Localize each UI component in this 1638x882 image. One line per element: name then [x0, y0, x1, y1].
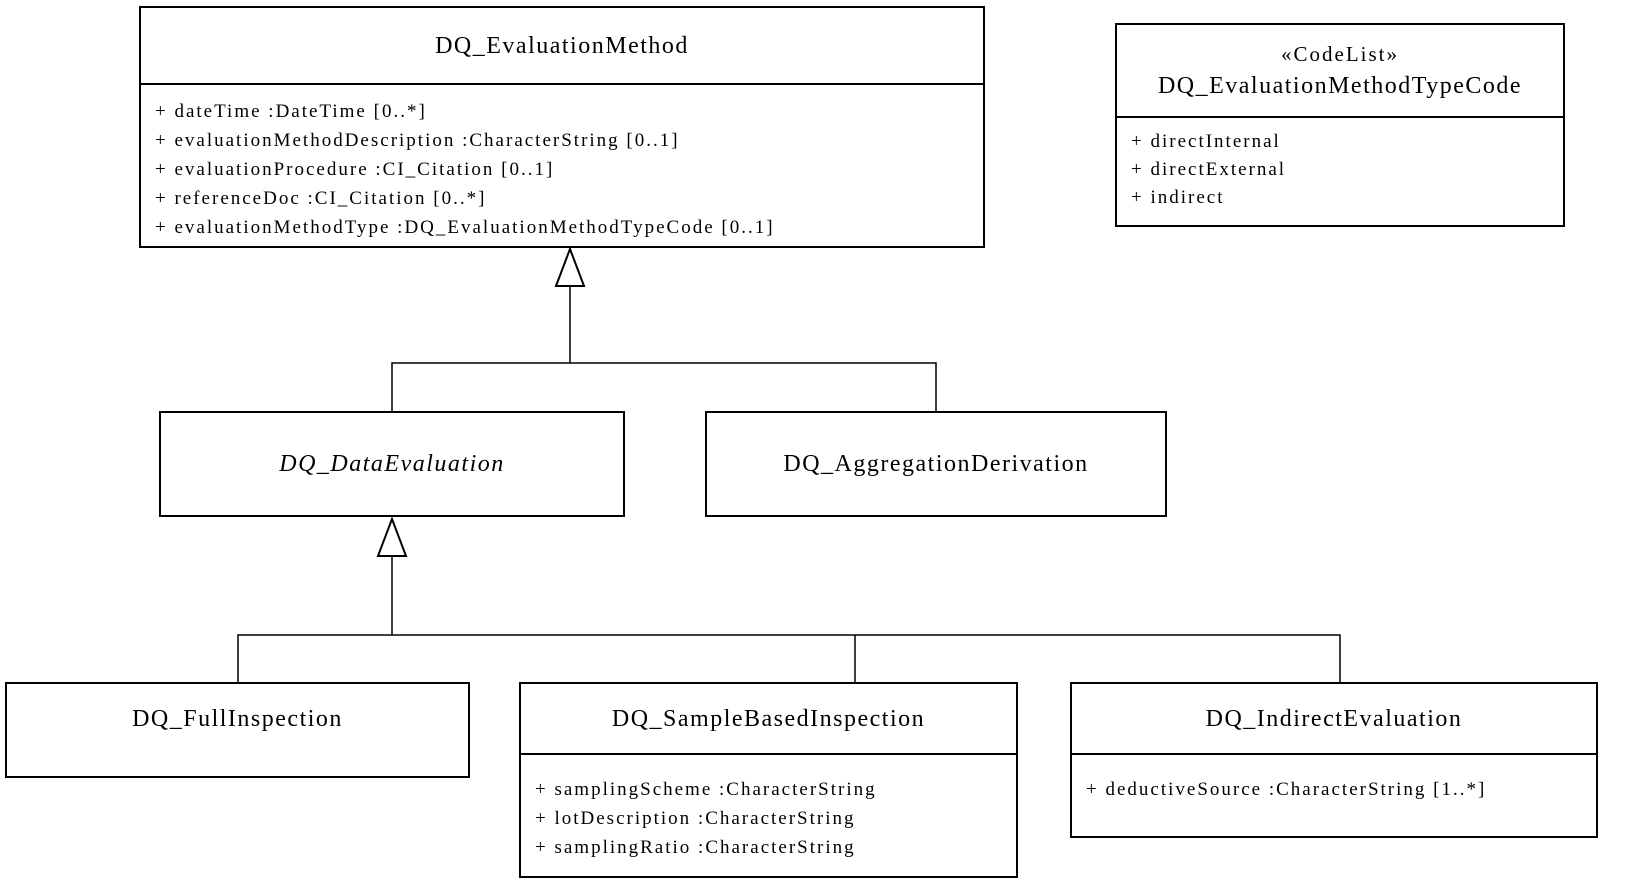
- codelist-value: + directExternal: [1131, 159, 1287, 180]
- class-name: DQ_EvaluationMethodTypeCode: [1157, 72, 1523, 99]
- gen2-branch-line: [237, 634, 1341, 682]
- class-title-compartment: DQ_FullInspection: [7, 684, 468, 776]
- class-name: DQ_DataEvaluation: [279, 451, 505, 477]
- class-title-compartment: «CodeList» DQ_EvaluationMethodTypeCode: [1117, 25, 1563, 118]
- class-attribute: + samplingRatio :CharacterString: [535, 837, 856, 858]
- class-attribute: + lotDescription :CharacterString: [535, 808, 856, 829]
- class-stereotype: «CodeList»: [1281, 41, 1399, 66]
- class-attribute: + evaluationMethodType :DQ_EvaluationMet…: [155, 217, 775, 238]
- codelist-values-compartment: + directInternal + directExternal + indi…: [1117, 118, 1563, 212]
- class-attribute: + samplingScheme :CharacterString: [535, 779, 877, 800]
- class-attribute: + evaluationProcedure :CI_Citation [0..1…: [155, 159, 555, 180]
- gen1-branch-line: [391, 362, 937, 411]
- class-name: DQ_AggregationDerivation: [783, 451, 1089, 477]
- class-box-dq-fullinspection: DQ_FullInspection: [5, 682, 470, 778]
- class-name: DQ_SampleBasedInspection: [611, 705, 926, 732]
- class-box-dq-evaluationmethod: DQ_EvaluationMethod + dateTime :DateTime…: [139, 6, 985, 248]
- class-title-compartment: DQ_AggregationDerivation: [707, 413, 1165, 515]
- class-title-compartment: DQ_IndirectEvaluation: [1072, 684, 1596, 755]
- class-title-compartment: DQ_DataEvaluation: [161, 413, 623, 515]
- class-attribute: + dateTime :DateTime [0..*]: [155, 101, 427, 122]
- class-name: DQ_FullInspection: [132, 706, 343, 732]
- class-box-dq-indirectevaluation: DQ_IndirectEvaluation + deductiveSource …: [1070, 682, 1598, 838]
- generalization-arrow-icon: [554, 246, 586, 287]
- codelist-value: + indirect: [1131, 187, 1225, 208]
- class-title-compartment: DQ_EvaluationMethod: [141, 8, 983, 85]
- class-attributes-compartment: + samplingScheme :CharacterString + lotD…: [521, 755, 1016, 862]
- class-attribute: + referenceDoc :CI_Citation [0..*]: [155, 188, 487, 209]
- class-name: DQ_EvaluationMethod: [435, 32, 689, 59]
- class-attributes-compartment: + dateTime :DateTime [0..*] + evaluation…: [141, 85, 983, 242]
- class-attribute: + deductiveSource :CharacterString [1..*…: [1086, 779, 1487, 800]
- class-box-dq-aggregationderivation: DQ_AggregationDerivation: [705, 411, 1167, 517]
- class-attribute: + evaluationMethodDescription :Character…: [155, 130, 680, 151]
- generalization-arrow-icon: [376, 516, 408, 557]
- class-box-dq-samplebasedinspection: DQ_SampleBasedInspection + samplingSchem…: [519, 682, 1018, 878]
- codelist-value: + directInternal: [1131, 131, 1281, 152]
- class-name: DQ_IndirectEvaluation: [1205, 705, 1463, 732]
- class-attributes-compartment: + deductiveSource :CharacterString [1..*…: [1072, 755, 1596, 804]
- class-box-dq-dataevaluation: DQ_DataEvaluation: [159, 411, 625, 517]
- generalization-edges: [237, 246, 1341, 682]
- class-box-dq-evaluationmethodtypecode: «CodeList» DQ_EvaluationMethodTypeCode +…: [1115, 23, 1565, 227]
- class-title-compartment: DQ_SampleBasedInspection: [521, 684, 1016, 755]
